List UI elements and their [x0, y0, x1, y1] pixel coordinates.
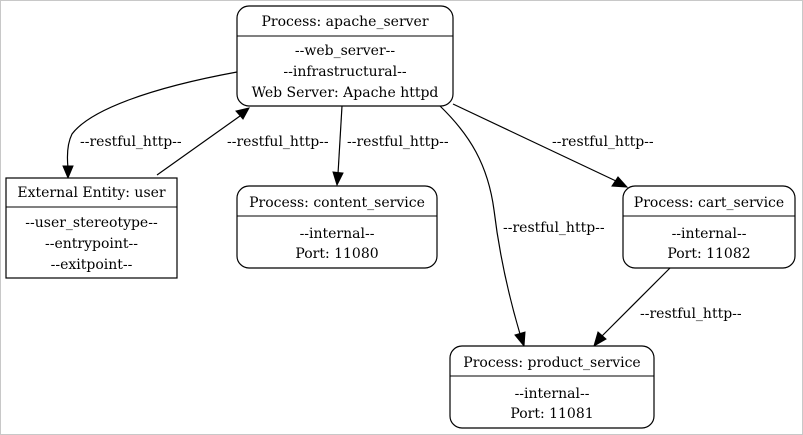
arrowhead	[62, 165, 74, 180]
edge-apache-to-content: --restful_http--	[332, 105, 449, 187]
node-title: Process: product_service	[463, 355, 640, 371]
edge-apache-to-product: --restful_http--	[439, 105, 605, 348]
node-box	[5, 177, 178, 279]
node-box	[236, 5, 454, 107]
node-stereotype: --internal--	[672, 226, 747, 242]
edge-label: --restful_http--	[552, 134, 654, 150]
node-box	[236, 185, 438, 269]
edge-line	[452, 103, 617, 182]
edge-apache-to-user: --restful_http--	[62, 71, 238, 180]
node-stereotype: --infrastructural--	[283, 64, 406, 80]
edge-line	[439, 105, 521, 335]
arrowhead	[593, 331, 607, 348]
node-content-service: Process: content_service --internal-- Po…	[236, 185, 438, 269]
edge-line	[66, 71, 238, 169]
edge-line	[337, 105, 343, 175]
node-property: Port: 11081	[510, 406, 593, 422]
node-box	[622, 185, 796, 269]
edge-line	[601, 267, 671, 337]
node-title: Process: apache_server	[261, 14, 428, 30]
node-cart-service: Process: cart_service --internal-- Port:…	[622, 185, 796, 269]
node-stereotype: --entrypoint--	[45, 236, 138, 252]
edge-cart-to-product: --restful_http--	[593, 267, 742, 348]
edge-apache-to-cart: --restful_http--	[452, 103, 654, 188]
edge-line	[156, 115, 241, 176]
edge-user-to-apache: --restful_http--	[156, 107, 329, 176]
arrowhead	[235, 107, 250, 120]
edge-label: --restful_http--	[227, 134, 329, 150]
node-product-service: Process: product_service --internal-- Po…	[449, 345, 655, 429]
node-stereotype: --web_server--	[295, 43, 395, 59]
arrowhead	[514, 331, 526, 348]
edge-label: --restful_http--	[640, 306, 742, 322]
node-stereotype: --internal--	[515, 386, 590, 402]
edge-label: --restful_http--	[503, 220, 605, 236]
node-title: Process: content_service	[249, 195, 425, 211]
node-apache-server: Process: apache_server --web_server-- --…	[236, 5, 454, 107]
arrowhead	[332, 171, 344, 187]
edge-label: --restful_http--	[347, 134, 449, 150]
node-stereotype: --exitpoint--	[51, 257, 133, 273]
arrowhead	[611, 176, 629, 188]
edge-label: --restful_http--	[80, 134, 182, 150]
node-property: Port: 11080	[295, 246, 378, 262]
node-stereotype: --internal--	[300, 226, 375, 242]
node-property: Port: 11082	[667, 246, 750, 262]
node-property: Web Server: Apache httpd	[252, 85, 439, 101]
node-title: Process: cart_service	[634, 195, 784, 211]
node-stereotype: --user_stereotype--	[25, 215, 158, 231]
node-title: External Entity: user	[17, 185, 166, 201]
node-user: External Entity: user --user_stereotype-…	[5, 177, 178, 279]
node-box	[449, 345, 655, 429]
